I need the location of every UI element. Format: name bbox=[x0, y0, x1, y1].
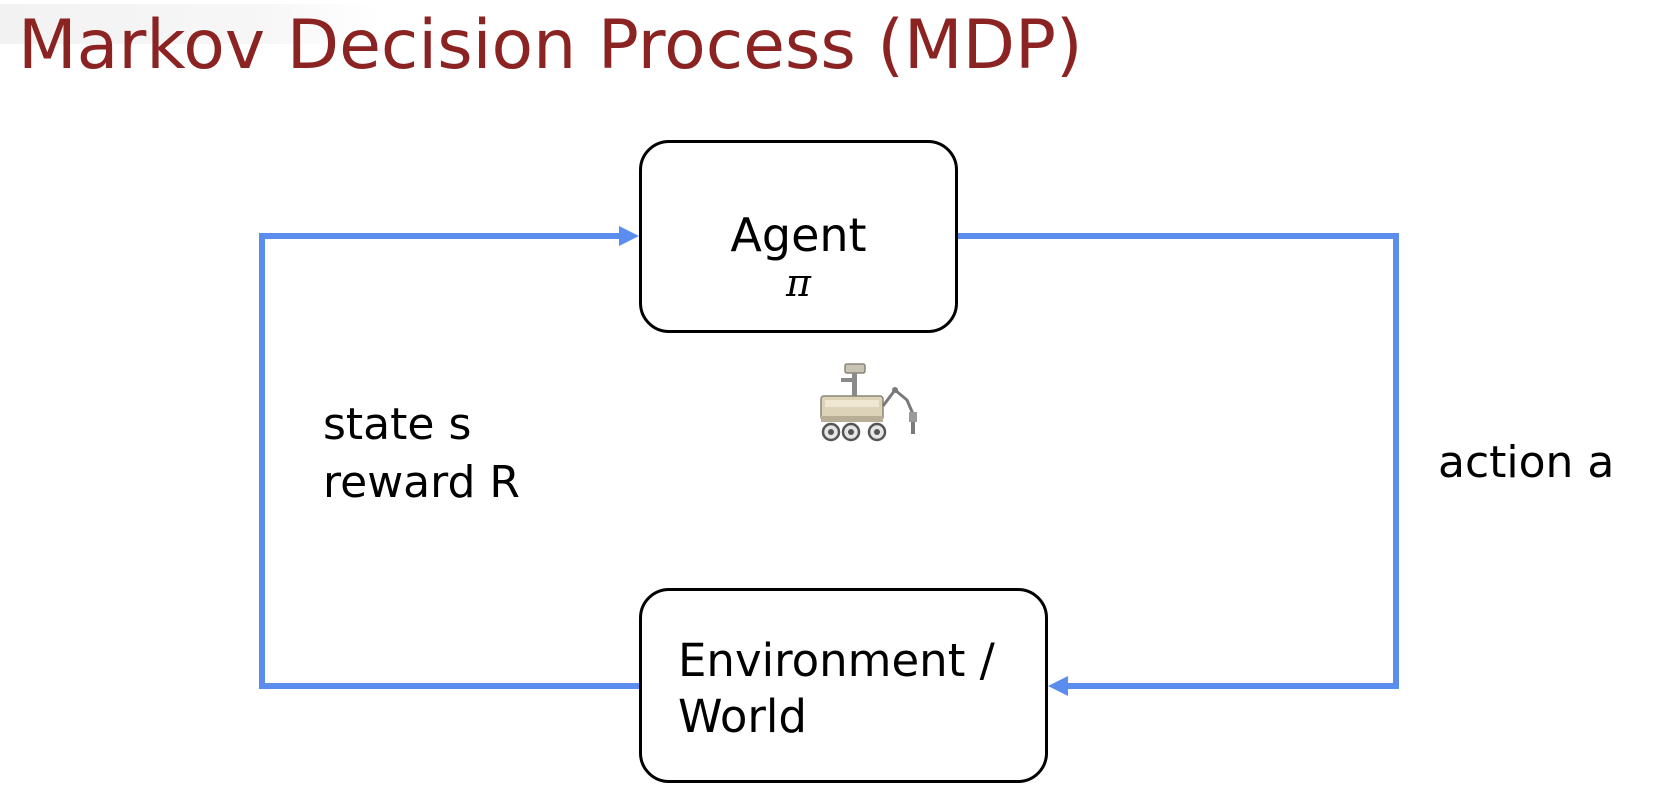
agent-box: Agent π bbox=[639, 140, 958, 333]
environment-box: Environment / World bbox=[639, 588, 1048, 783]
agent-label: Agent bbox=[730, 208, 867, 262]
feedback-arrowhead bbox=[619, 226, 639, 246]
environment-label: Environment / World bbox=[678, 634, 995, 743]
feedback-arrow bbox=[259, 233, 639, 689]
rover-icon bbox=[820, 363, 917, 442]
policy-symbol: π bbox=[786, 261, 811, 305]
action-arrowhead bbox=[1048, 676, 1068, 696]
action-arrow bbox=[958, 233, 1399, 689]
state-label: state s bbox=[323, 399, 472, 450]
watermark-overlay bbox=[0, 4, 380, 44]
reward-label: reward R bbox=[323, 457, 520, 508]
action-label: action a bbox=[1438, 437, 1615, 488]
slide-title: Markov Decision Process (MDP) bbox=[18, 6, 1083, 85]
